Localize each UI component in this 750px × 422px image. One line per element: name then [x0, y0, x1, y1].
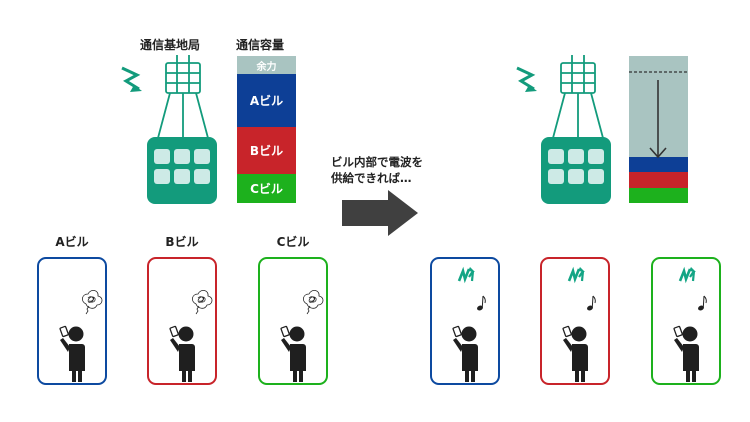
down-arrow-head — [649, 147, 667, 159]
capacity-heading: 通信容量 — [236, 38, 285, 52]
signal-icon — [457, 266, 475, 284]
person-icon — [169, 325, 195, 393]
radio-wave-icon — [121, 66, 142, 92]
tangled-thought-icon — [303, 290, 324, 315]
caption-line-2: 供給できれば… — [331, 171, 412, 185]
music-note-icon — [698, 295, 707, 311]
capacity-after-segment-building-b — [629, 172, 688, 188]
signal-icon — [567, 266, 585, 284]
building-c-box-after — [651, 257, 721, 393]
person-icon — [452, 325, 478, 393]
caption-line-1: ビル内部で電波を — [331, 155, 423, 169]
occupant-scene — [673, 266, 707, 393]
tower-legs — [552, 92, 604, 139]
capacity-segment-building-a: Aビル — [237, 74, 296, 127]
building-c-box — [258, 257, 328, 393]
capacity-freed-indicator — [629, 71, 688, 159]
base-station-tower — [121, 55, 217, 204]
building-a-label: Aビル — [55, 235, 89, 249]
right-arrow-icon — [342, 190, 418, 236]
radio-wave-icon — [516, 66, 537, 92]
capacity-segment-building-c: Cビル — [237, 174, 296, 203]
tower-legs — [157, 92, 209, 139]
signal-icon — [678, 266, 696, 284]
occupant-scene — [562, 266, 596, 393]
transition-caption: ビル内部で電波を 供給できれば… — [331, 154, 423, 186]
tangled-thought-icon — [82, 290, 103, 315]
tangled-thought-icon — [192, 290, 213, 315]
capacity-segment-spare: 余力 — [237, 56, 296, 74]
person-icon — [59, 325, 85, 393]
capacity-after-segment-building-a — [629, 157, 688, 172]
occupant-scene — [169, 290, 213, 393]
building-b-box — [147, 257, 217, 393]
capacity-segment-building-b: Bビル — [237, 127, 296, 174]
antenna-grid — [165, 55, 201, 94]
building-b-label: Bビル — [165, 235, 199, 249]
occupant-scene — [280, 290, 324, 393]
station-windows — [548, 149, 604, 184]
occupant-scene — [452, 266, 486, 393]
building-a-box-after — [430, 257, 500, 393]
building-b-box-after — [540, 257, 610, 393]
person-icon — [280, 325, 306, 393]
building-a-box — [37, 257, 107, 393]
station-heading: 通信基地局 — [140, 38, 201, 52]
occupant-scene — [59, 290, 103, 393]
person-icon — [562, 325, 588, 393]
music-note-icon — [587, 295, 596, 311]
person-icon — [673, 325, 699, 393]
station-windows — [154, 149, 210, 184]
capacity-after-segment-building-c — [629, 188, 688, 203]
antenna-grid — [560, 55, 596, 94]
base-station-tower-after — [516, 55, 611, 204]
music-note-icon — [477, 295, 486, 311]
building-c-label: Cビル — [276, 235, 310, 249]
